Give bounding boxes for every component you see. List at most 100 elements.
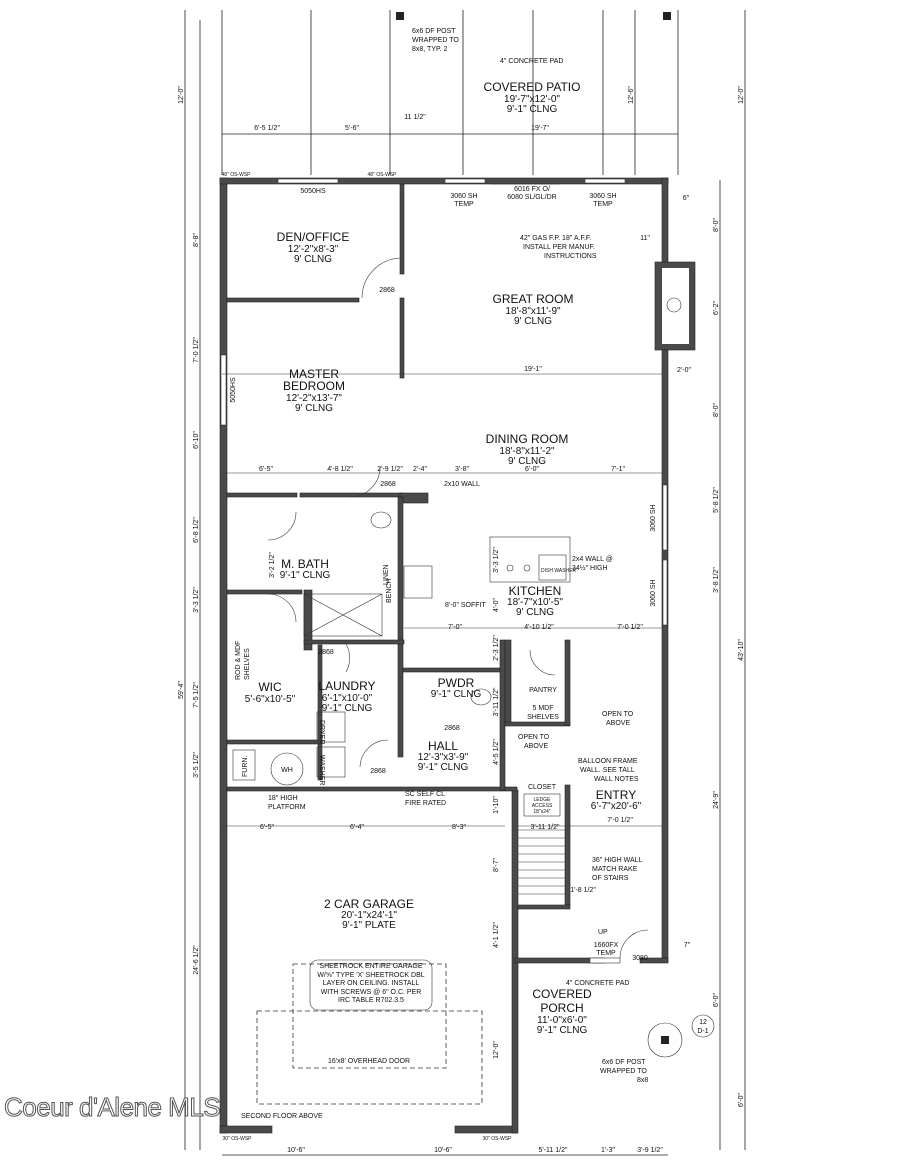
svg-text:W/⅝" TYPE 'X' SHEETROCK DBL: W/⅝" TYPE 'X' SHEETROCK DBL: [317, 972, 424, 979]
svg-text:12'-0": 12'-0": [493, 1041, 500, 1059]
svg-text:12'-0": 12'-0": [178, 86, 185, 104]
svg-text:3060 SH: 3060 SH: [589, 193, 616, 200]
svg-text:12'-0": 12'-0": [738, 86, 745, 104]
svg-text:MATCH RAKE: MATCH RAKE: [592, 866, 638, 873]
svg-text:WALL. SEE TALL: WALL. SEE TALL: [580, 767, 635, 774]
svg-text:6016 FX O/: 6016 FX O/: [514, 186, 550, 193]
svg-text:DISH WASHER: DISH WASHER: [541, 568, 576, 574]
svg-text:8x8, TYP. 2: 8x8, TYP. 2: [412, 46, 448, 53]
svg-text:6'-5 1/2": 6'-5 1/2": [254, 125, 280, 132]
svg-text:SC SELF CL: SC SELF CL: [405, 791, 445, 798]
svg-text:2'-0": 2'-0": [677, 367, 691, 374]
svg-text:3060 SH: 3060 SH: [450, 193, 477, 200]
svg-text:WRAPPED TO: WRAPPED TO: [600, 1068, 647, 1075]
svg-text:48" OS-WSP: 48" OS-WSP: [367, 172, 397, 178]
svg-text:ABOVE: ABOVE: [524, 743, 548, 750]
svg-text:6'-1"x10'-0": 6'-1"x10'-0": [322, 693, 373, 704]
svg-text:6'-7"x20'-6": 6'-7"x20'-6": [591, 801, 642, 812]
svg-text:FIRE RATED: FIRE RATED: [405, 800, 446, 807]
svg-text:9' CLNG: 9' CLNG: [516, 607, 554, 618]
laundry-label: LAUNDRY: [318, 679, 375, 693]
svg-text:5'-6"x10'-5": 5'-6"x10'-5": [245, 694, 296, 705]
ledge-note: LEDGE: [534, 797, 552, 803]
svg-text:9' CLNG: 9' CLNG: [295, 403, 333, 414]
svg-text:9'-1" PLATE: 9'-1" PLATE: [342, 920, 396, 931]
svg-text:INSTALL PER MANUF.: INSTALL PER MANUF.: [523, 244, 595, 251]
svg-text:8'-7": 8'-7": [493, 858, 500, 872]
svg-text:7'-0": 7'-0": [448, 624, 462, 631]
svg-text:12'-2"x8'-3": 12'-2"x8'-3": [288, 244, 339, 255]
pantry-label: PANTRY: [529, 687, 557, 694]
svg-text:3'-9 1/2": 3'-9 1/2": [637, 1147, 663, 1154]
svg-text:UP: UP: [598, 929, 608, 936]
svg-text:4'-0": 4'-0": [493, 598, 500, 612]
svg-text:6'-2": 6'-2": [713, 301, 720, 315]
ledge-access-note: ACCESS: [532, 803, 553, 809]
svg-text:36" HIGH WALL: 36" HIGH WALL: [592, 857, 643, 864]
svg-text:12: 12: [699, 1019, 707, 1026]
svg-text:3'-8 1/2": 3'-8 1/2": [713, 567, 720, 593]
svg-text:OPEN TO: OPEN TO: [602, 711, 634, 718]
dining-room-label: DINING ROOM: [486, 432, 569, 446]
svg-text:18'-8"x11'-2": 18'-8"x11'-2": [499, 446, 555, 457]
walls: [219, 177, 696, 1134]
svg-text:DRYER: DRYER: [318, 720, 325, 744]
svg-text:8'-3": 8'-3": [452, 824, 466, 831]
svg-text:7": 7": [684, 942, 691, 949]
svg-text:5050HS: 5050HS: [230, 377, 237, 403]
svg-text:7'-0 1/2": 7'-0 1/2": [607, 817, 633, 824]
svg-text:8'-0": 8'-0": [713, 218, 720, 232]
svg-text:TEMP: TEMP: [454, 201, 474, 208]
svg-text:7'-0 1/2": 7'-0 1/2": [193, 337, 200, 363]
svg-text:2868: 2868: [370, 768, 386, 775]
svg-text:6'-0": 6'-0": [738, 1093, 745, 1107]
svg-text:6'-8 1/2": 6'-8 1/2": [193, 517, 200, 543]
svg-text:TEMP: TEMP: [596, 950, 616, 957]
entry-label: ENTRY: [596, 788, 636, 802]
svg-text:5 MDF: 5 MDF: [533, 705, 554, 712]
svg-text:8'-0": 8'-0": [713, 403, 720, 417]
svg-text:3'-11 1/2": 3'-11 1/2": [493, 687, 500, 717]
window-labels: 5050HS 3060 SH TEMP 6016 FX O/ 6080 SL/G…: [221, 172, 657, 1142]
covered-porch-label: COVERED: [532, 987, 592, 1001]
svg-text:ROD & MDF: ROD & MDF: [235, 641, 242, 680]
svg-text:3'-11 1/2": 3'-11 1/2": [531, 824, 561, 831]
svg-text:3'-2 1/2": 3'-2 1/2": [269, 552, 276, 578]
svg-text:24'-9": 24'-9": [713, 791, 720, 809]
svg-text:8'-8": 8'-8": [193, 233, 200, 247]
svg-text:6x6 DF POST: 6x6 DF POST: [602, 1059, 646, 1066]
wic-label: WIC: [258, 680, 282, 694]
svg-text:4" CONCRETE PAD: 4" CONCRETE PAD: [500, 58, 563, 65]
svg-text:SHELVES: SHELVES: [244, 648, 251, 680]
watermark-logo: Coeur d'Alene MLS: [3, 1092, 221, 1123]
svg-text:1660FX: 1660FX: [594, 942, 619, 949]
dimension-labels: 6'-5 1/2" 5'-6" 11 1/2" 19'-7" 12'-6" 12…: [178, 86, 745, 1154]
svg-text:SHEETROCK ENTIRE GARAGE: SHEETROCK ENTIRE GARAGE: [319, 963, 422, 970]
svg-text:3060 SH: 3060 SH: [650, 504, 657, 531]
svg-text:9' CLNG: 9' CLNG: [508, 456, 546, 467]
svg-text:INSTRUCTIONS: INSTRUCTIONS: [544, 253, 597, 260]
svg-text:19'-7": 19'-7": [531, 125, 549, 132]
svg-text:10'-6": 10'-6": [287, 1147, 305, 1154]
svg-text:43'-10": 43'-10": [738, 639, 745, 661]
svg-text:18'-8"x11'-9": 18'-8"x11'-9": [505, 306, 561, 317]
svg-text:30" OS-WSP: 30" OS-WSP: [222, 1136, 252, 1142]
svg-text:WH: WH: [281, 767, 293, 774]
svg-text:6'-10": 6'-10": [193, 431, 200, 449]
fixtures: [232, 297, 715, 1105]
svg-text:6'-5": 6'-5": [259, 466, 273, 473]
svg-text:48" OS-WSP: 48" OS-WSP: [221, 172, 251, 178]
svg-text:6": 6": [683, 195, 690, 202]
svg-text:8'-0" SOFFIT: 8'-0" SOFFIT: [445, 602, 486, 609]
svg-text:6'-4": 6'-4": [350, 824, 364, 831]
svg-text:BALLOON FRAME: BALLOON FRAME: [578, 758, 638, 765]
svg-text:9'-1" CLNG: 9'-1" CLNG: [507, 104, 558, 115]
svg-text:9' CLNG: 9' CLNG: [294, 254, 332, 265]
svg-text:2868: 2868: [318, 649, 334, 656]
kitchen-label: KITCHEN: [509, 584, 562, 598]
svg-text:4" CONCRETE PAD: 4" CONCRETE PAD: [566, 980, 629, 987]
svg-text:6080 SL/GL/DR: 6080 SL/GL/DR: [507, 194, 556, 201]
svg-text:11 1/2": 11 1/2": [404, 114, 426, 121]
svg-text:PLATFORM: PLATFORM: [268, 804, 306, 811]
